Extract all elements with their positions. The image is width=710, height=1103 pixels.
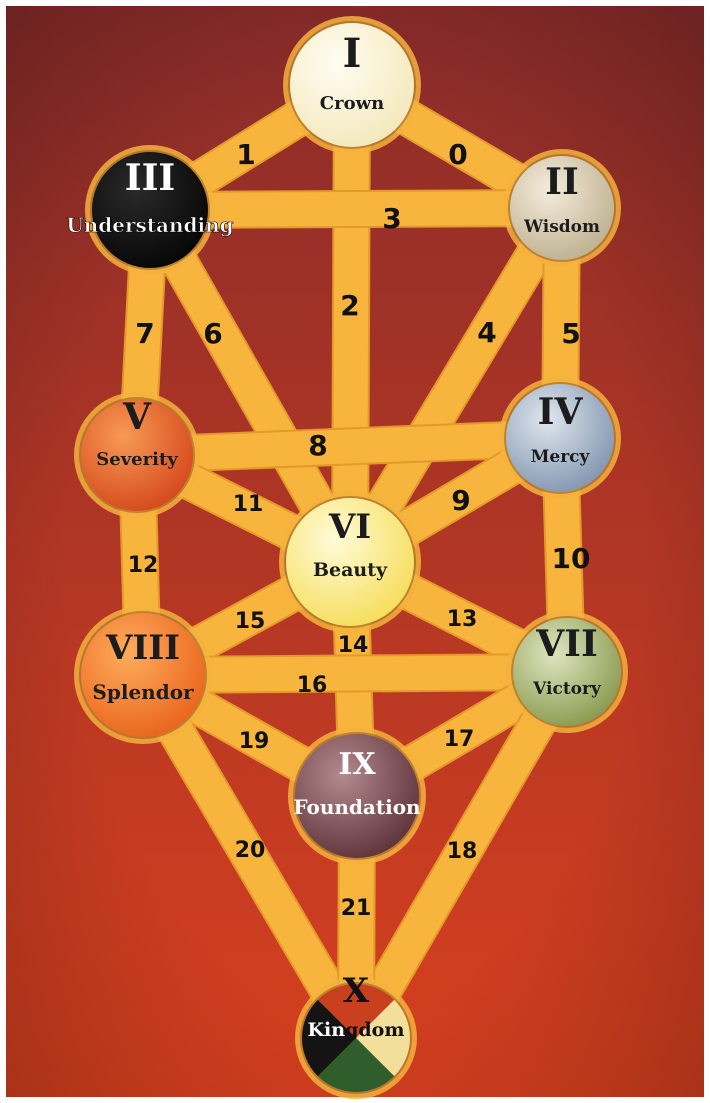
sephira-numeral: III: [125, 157, 176, 199]
sephira-name: Victory: [532, 679, 602, 699]
sephira-numeral: VIII: [105, 628, 180, 668]
sephira-numeral: II: [545, 161, 579, 203]
sephira-name: Severity: [96, 449, 178, 470]
path-2: [350, 85, 352, 562]
sephira-name: Beauty: [313, 559, 388, 581]
path-label-2: 2: [340, 289, 359, 322]
path-label-16: 16: [297, 673, 328, 698]
path-label-10: 10: [552, 542, 591, 575]
sephira-name: Wisdom: [523, 217, 600, 237]
sephira-numeral: I: [343, 30, 362, 77]
sephira-numeral: IX: [338, 747, 376, 782]
sephira-victory: VII Victory: [506, 611, 628, 733]
path-label-12: 12: [128, 553, 159, 578]
path-label-5: 5: [561, 317, 580, 350]
sephira-numeral: V: [122, 396, 152, 438]
path-label-17: 17: [444, 727, 475, 752]
sephira-name: Kingdom: [308, 1019, 405, 1041]
path-label-21: 21: [341, 896, 372, 921]
sephira-name: Splendor: [92, 680, 194, 704]
path-label-15: 15: [235, 609, 266, 634]
sephira-splendor: VIII Splendor: [74, 606, 212, 744]
path-label-14: 14: [338, 633, 369, 658]
path-label-0: 0: [448, 138, 467, 171]
sephira-name: Foundation: [293, 795, 421, 819]
sephira-mercy: IV Mercy: [499, 377, 621, 499]
path-label-19: 19: [239, 729, 270, 754]
sephira-numeral: VI: [328, 507, 371, 547]
path-label-7: 7: [135, 317, 154, 350]
path-label-4: 4: [477, 316, 496, 349]
sephira-numeral: X: [343, 971, 370, 1011]
sephira-wisdom: II Wisdom: [503, 149, 621, 267]
sephira-name: Crown: [320, 93, 384, 114]
path-8: [137, 438, 560, 455]
path-label-18: 18: [447, 839, 478, 864]
sephira-numeral: IV: [538, 391, 584, 433]
path-label-11: 11: [233, 492, 264, 517]
path-label-1: 1: [236, 138, 255, 171]
path-label-13: 13: [447, 607, 478, 632]
path-label-6: 6: [203, 317, 222, 350]
sephira-beauty: VI Beauty: [279, 491, 421, 633]
sephira-numeral: VII: [535, 623, 598, 665]
sephira-crown: I Crown: [283, 16, 421, 154]
path-label-20: 20: [235, 838, 266, 863]
sephira-name: Understanding: [66, 213, 233, 237]
sephira-foundation: IX Foundation: [288, 727, 426, 865]
path-label-3: 3: [382, 202, 401, 235]
path-label-8: 8: [308, 429, 327, 462]
path-label-9: 9: [451, 484, 470, 517]
sephira-severity: V Severity: [74, 392, 200, 518]
sephira-name: Mercy: [531, 447, 591, 467]
